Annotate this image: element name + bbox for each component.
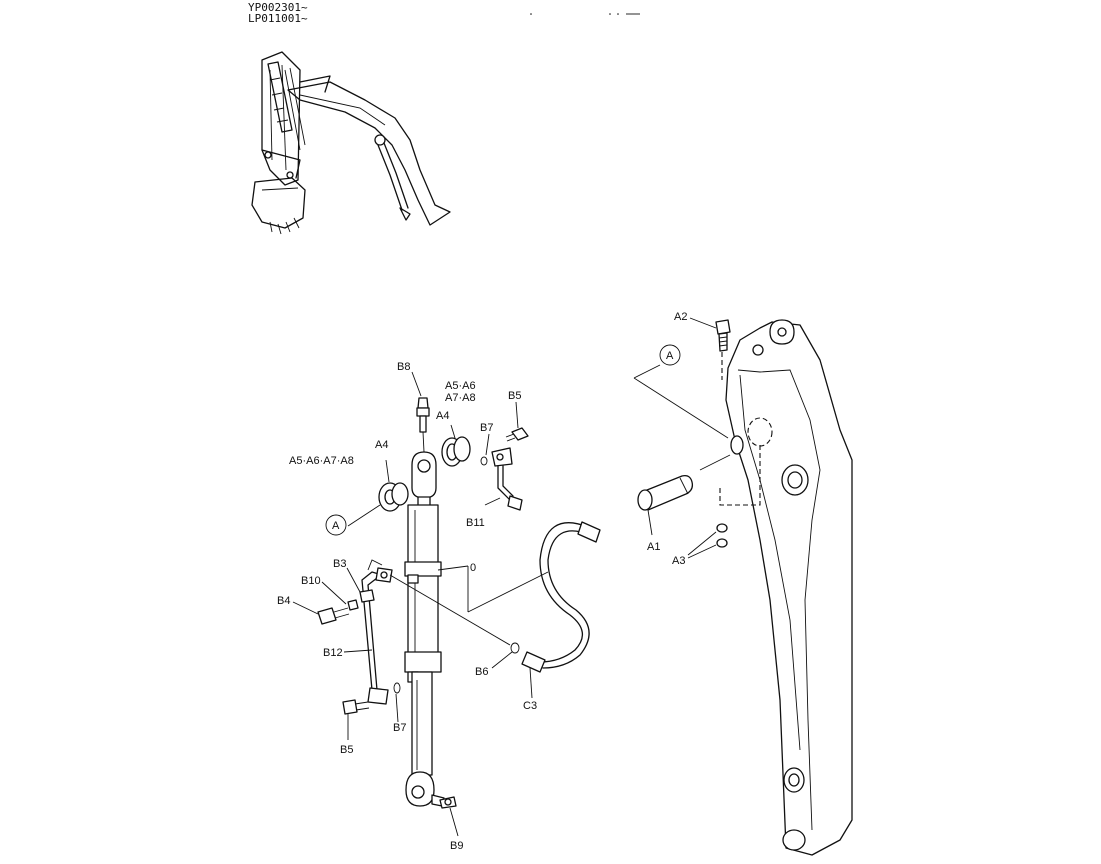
label-b10: B10	[301, 575, 321, 587]
label-a4-top: A4	[436, 410, 449, 422]
label-b6: B6	[475, 666, 488, 678]
hydraulic-lines	[317, 427, 601, 715]
label-b8: B8	[397, 361, 410, 373]
label-c3: C3	[523, 700, 537, 712]
label-b5-top: B5	[508, 390, 521, 402]
label-b5-bottom: B5	[340, 744, 353, 756]
label-a7a8: A7·A8	[445, 392, 476, 404]
cylinder-leader-lines	[292, 371, 549, 837]
arm-pin-hardware	[633, 317, 731, 559]
callout-circle-a-left	[325, 514, 347, 536]
arm-boom-section	[719, 319, 853, 856]
label-a2: A2	[674, 311, 687, 323]
label-b9: B9	[450, 840, 463, 852]
bushing-seals	[378, 436, 488, 512]
label-a-right: A	[666, 350, 674, 362]
label-a5a6a7a8: A5·A6·A7·A8	[289, 455, 354, 467]
label-b7-top: B7	[480, 422, 493, 434]
label-b11: B11	[466, 517, 485, 529]
label-a4-left: A4	[375, 439, 388, 451]
callout-circle-a-right	[659, 344, 681, 366]
label-zero: 0	[470, 562, 476, 574]
serial-range-2: LP011001~	[248, 12, 308, 25]
label-b12: B12	[323, 647, 343, 659]
label-a3: A3	[672, 555, 685, 567]
label-a1: A1	[647, 541, 660, 553]
scan-marks	[530, 13, 640, 15]
label-b3: B3	[333, 558, 346, 570]
serial-range-1: YP002301~	[248, 1, 308, 14]
label-b7-bottom: B7	[393, 722, 406, 734]
callout-labels: B8 A5·A6 A7·A8 A4 B5 B7 A4 A5·A6·A7·A8 B…	[277, 311, 687, 852]
label-b4: B4	[277, 595, 290, 607]
label-a-left: A	[332, 520, 340, 532]
overview-arm-illustration	[251, 51, 451, 235]
arm-cylinder-assembly	[404, 397, 457, 809]
label-a5a6: A5·A6	[445, 380, 476, 392]
